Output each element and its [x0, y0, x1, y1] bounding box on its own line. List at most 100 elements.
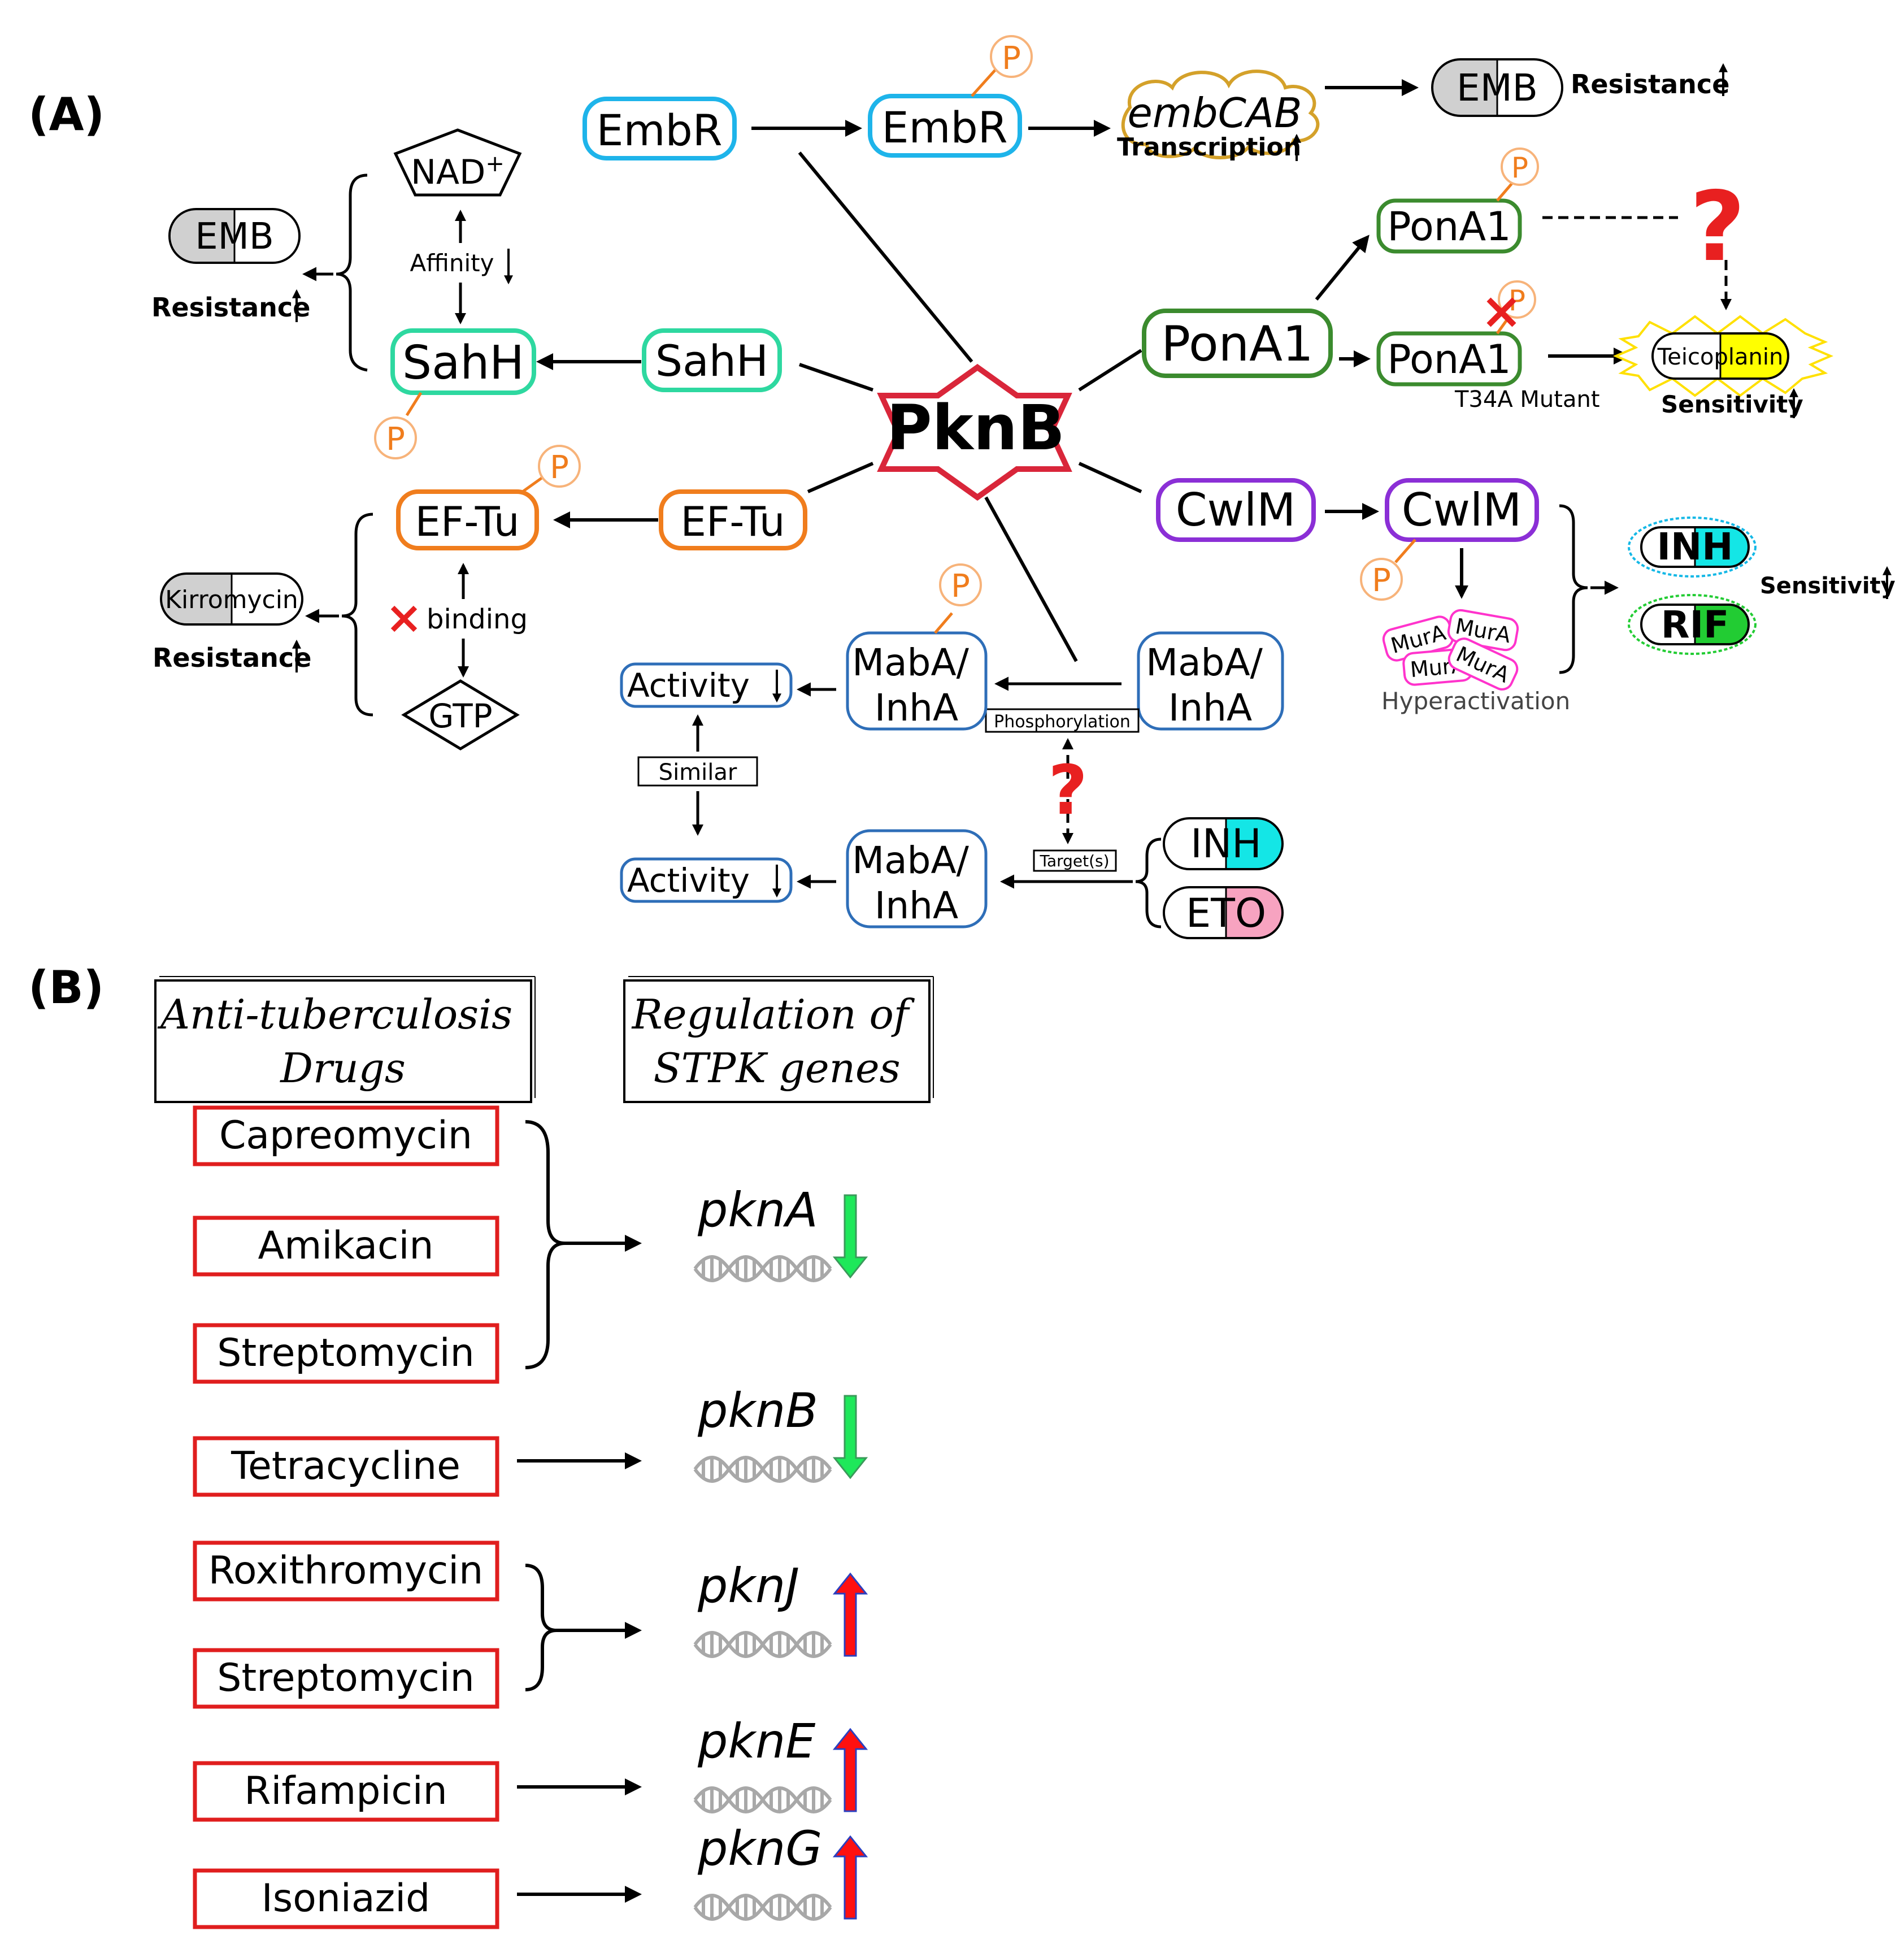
maba-target-label: MabA/ InhA: [852, 839, 981, 927]
gene-name: pknB: [697, 1383, 818, 1438]
embr-phospho-badge: P: [1002, 40, 1021, 77]
header-drugs-line-2: Drugs: [279, 1044, 406, 1092]
drug-label: Streptomycin: [217, 1656, 474, 1700]
embr-branch: EmbR EmbR P embCAB Transcription EMB Res…: [582, 35, 1729, 162]
inh-bottom-label: INH: [1190, 821, 1262, 867]
drug-box: [193, 1541, 499, 1602]
maba-branch: MabA/ InhA Phosphorylation MabA/ InhA P …: [620, 563, 1284, 939]
brace-group-1: [525, 1120, 566, 1369]
sahh-phospho-badge: P: [386, 421, 405, 458]
dna-icon: [695, 1633, 831, 1656]
header-drugs: Anti-tuberculosis Drugs: [154, 976, 536, 1103]
drug-label: Streptomycin: [217, 1331, 474, 1375]
pona1-mutant-label: PonA1: [1387, 336, 1511, 383]
eftu-phospho-label: EF-Tu: [415, 498, 520, 545]
maba-effect-bottom: Activity: [627, 861, 750, 900]
teicoplanin-capsule: Teicoplanin: [1651, 332, 1789, 380]
embcab-cloud: [1121, 70, 1320, 159]
gene-name: pknE: [697, 1713, 815, 1769]
maba-target-label-line-2: InhA: [875, 884, 958, 927]
dna-icon: [695, 1895, 831, 1919]
pona1-branch: PonA1 PonA1 P PonA1 T34A Mutant P ? Teic…: [1142, 147, 1834, 418]
down-arrow-icon: [832, 1194, 868, 1279]
drug-box: [193, 1868, 499, 1929]
gene-item: pknE: [695, 1713, 868, 1812]
drug-box: [193, 1436, 499, 1497]
gene-name: pknJ: [697, 1558, 799, 1613]
eftu-phospho-badge: P: [550, 449, 569, 486]
cwlm-outcome: Sensitivity: [1760, 573, 1896, 599]
sahh-label: SahH: [655, 336, 768, 386]
mura-cluster: MurA MurA MurA MurA: [1382, 609, 1519, 691]
drug-item: Streptomycin: [193, 1648, 499, 1709]
panel-a-label: (A): [28, 88, 105, 141]
inh-capsule-top: INH: [1628, 517, 1757, 578]
drug-item: Tetracycline: [193, 1436, 499, 1497]
maba-label: MabA/ InhA: [1146, 641, 1275, 730]
up-arrow-icon: [832, 1572, 868, 1657]
pona1-label: PonA1: [1161, 316, 1313, 372]
drug-label: Isoniazid: [262, 1876, 431, 1921]
emb-top-label: EMB: [1457, 66, 1538, 110]
gtp-label: GTP: [428, 697, 492, 735]
gene-name: pknA: [697, 1182, 818, 1238]
pknb-spokes: [798, 151, 1142, 662]
phospho-blocked-icon: [1486, 297, 1516, 327]
drug-box: [193, 1105, 499, 1166]
drug-label: Rifampicin: [244, 1769, 447, 1813]
panel-b-label: (B): [28, 961, 104, 1014]
drug-box: [193, 1323, 499, 1384]
eftu-branch: EF-Tu EF-Tu P binding GTP Kirromycin Res…: [153, 445, 807, 750]
up-arrow-icon: [832, 1728, 868, 1812]
eftu-brace: [341, 513, 373, 717]
header-drugs-text: Anti-tuberculosis Drugs: [157, 991, 525, 1092]
drug-item: Capreomycin: [193, 1105, 499, 1166]
drug-box: [193, 1761, 499, 1822]
brace-group-2: [525, 1564, 557, 1691]
sahh-brace: [336, 173, 368, 372]
drug-label: Tetracycline: [231, 1444, 460, 1489]
cwlm-branch: CwlM CwlM P MurA MurA MurA MurA: [1156, 478, 1896, 715]
eto-capsule: ETO: [1163, 886, 1284, 939]
embr-outcome: Resistance: [1571, 69, 1729, 99]
pona1-outcome: Sensitivity: [1661, 390, 1803, 418]
maba-brace: [1135, 838, 1162, 928]
eftu-link-note: binding: [427, 604, 528, 635]
dna-icon: [695, 1788, 831, 1812]
rif-label: RIF: [1661, 603, 1729, 646]
embr-phospho-label: EmbR: [881, 102, 1007, 153]
drug-box: [193, 1216, 499, 1277]
cwlm-label: CwlM: [1176, 484, 1296, 536]
down-arrow-icon: [832, 1395, 868, 1479]
maba-relation: Similar: [659, 760, 737, 786]
rif-capsule: RIF: [1628, 594, 1757, 655]
eto-label: ETO: [1186, 890, 1266, 936]
sahh-outcome: Resistance: [151, 292, 310, 323]
cwlm-brace: [1559, 504, 1588, 674]
maba-label-line-1: MabA/: [1146, 641, 1263, 684]
emb-capsule-left: EMB: [168, 208, 301, 264]
header-genes-line-1: Regulation of: [631, 991, 915, 1038]
eftu-label: EF-Tu: [681, 498, 785, 545]
gene-item: pknG: [695, 1821, 868, 1919]
gtp-diamond: [401, 679, 520, 750]
drug-label: Amikacin: [258, 1223, 434, 1268]
drug-label: Capreomycin: [219, 1113, 472, 1158]
sahh-branch: SahH SahH P NAD+ Affinity EMB Resistance: [151, 128, 782, 459]
maba-unknown-mark: ?: [1048, 752, 1088, 830]
header-drugs-line-1: Anti-tuberculosis: [157, 991, 512, 1038]
gene-list: pknA pknB pknJ pknE pknG: [695, 1182, 868, 1919]
mura-note: Hyperactivation: [1381, 687, 1570, 715]
maba-targets-label: Target(s): [1039, 852, 1109, 870]
cwlm-phospho-label: CwlM: [1402, 484, 1522, 536]
sahh-link-note: Affinity: [410, 249, 494, 277]
inh-top-label: INH: [1657, 525, 1733, 569]
drug-gene-connectors: [517, 1120, 642, 1903]
gene-item: pknA: [695, 1182, 868, 1281]
pona1-phospho-badge: P: [1511, 151, 1528, 184]
embcab-label: embCAB: [1127, 89, 1302, 137]
sahh-phospho-label: SahH: [402, 336, 524, 390]
pona1-phospho-label: PonA1: [1387, 203, 1511, 250]
embr-label: EmbR: [596, 105, 722, 155]
